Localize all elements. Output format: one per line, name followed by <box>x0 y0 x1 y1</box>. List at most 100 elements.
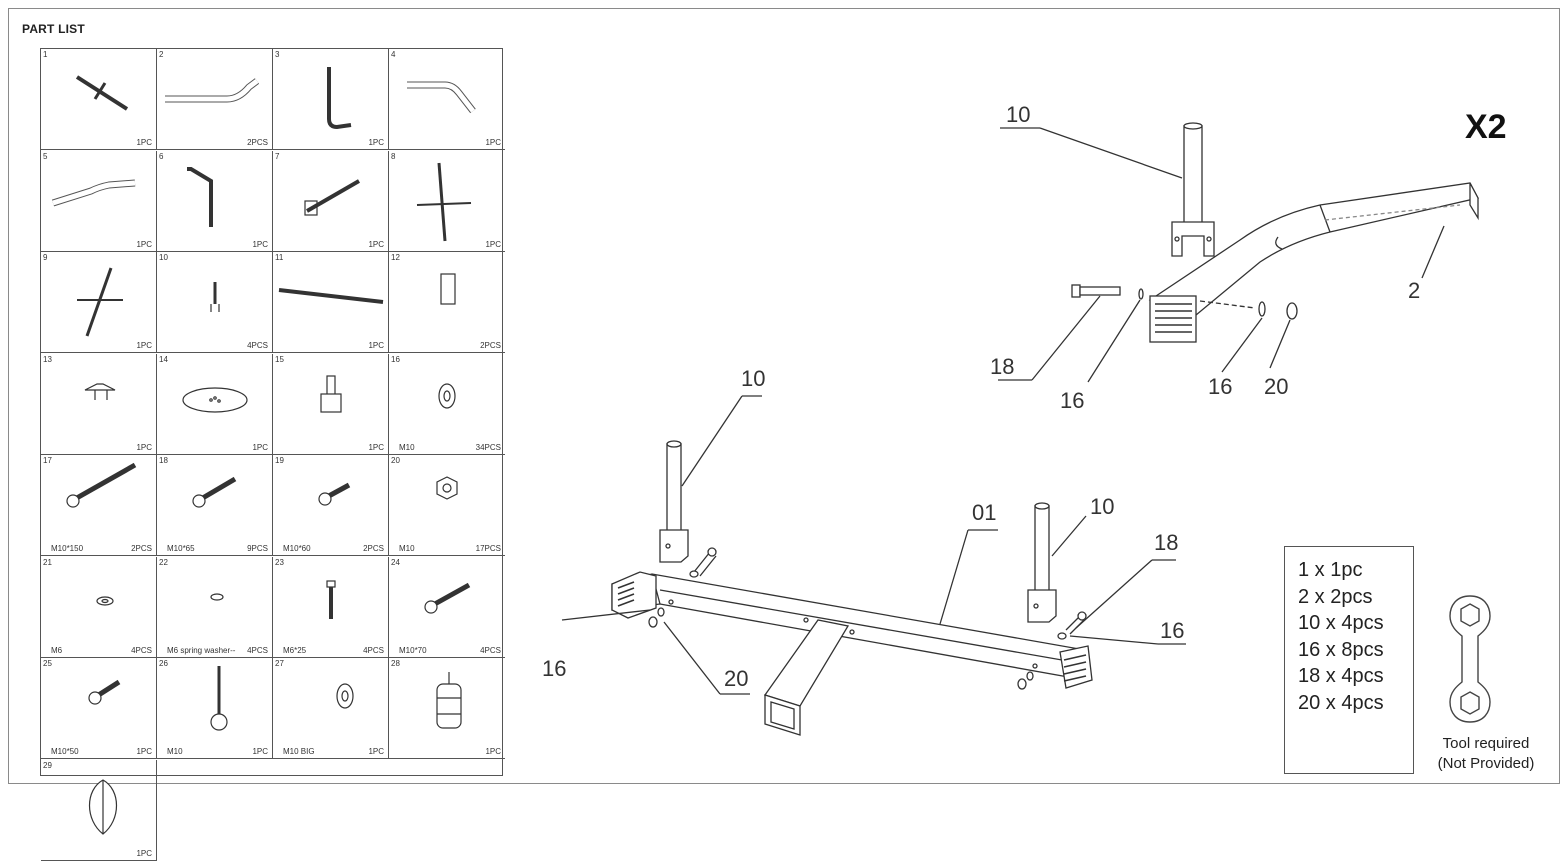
part-spec: M10*70 <box>399 645 427 655</box>
part-cell: 28 1PC <box>389 658 505 759</box>
part-illustration <box>96 595 114 606</box>
part-quantity: 1PC <box>485 239 501 249</box>
part-illustration <box>304 178 360 216</box>
callout-top-18: 18 <box>990 354 1015 379</box>
part-number: 10 <box>159 253 168 262</box>
part-illustration <box>77 267 123 337</box>
part-illustration <box>440 273 456 305</box>
part-spec: M10*50 <box>51 747 79 756</box>
part-number: 27 <box>275 659 284 668</box>
part-number: 21 <box>43 557 52 567</box>
part-quantity: 1PC <box>136 341 152 350</box>
summary-row: 2 x 2pcs <box>1298 585 1373 608</box>
callout-bottom-01: 01 <box>972 500 997 525</box>
part-spec: M10 <box>399 544 415 553</box>
part-illustration <box>210 282 220 312</box>
part-quantity: 1PC <box>136 442 152 452</box>
part-illustration <box>210 592 224 601</box>
part-number: 2 <box>159 50 164 59</box>
part-quantity: 4PCS <box>247 341 268 350</box>
tool-required-note: Tool required (Not Provided) <box>1420 734 1552 774</box>
part-quantity: 1PC <box>252 442 268 452</box>
summary-row: 1 x 1pc <box>1298 559 1363 581</box>
part-quantity: 1PC <box>136 747 152 756</box>
part-spec: M6 spring washer-- <box>167 645 236 655</box>
part-spec: M10 BIG <box>283 747 315 756</box>
part-number: 16 <box>391 354 400 364</box>
part-number: 13 <box>43 354 52 364</box>
part-number: 28 <box>391 659 400 668</box>
part-number: 22 <box>159 557 168 567</box>
part-illustration <box>88 679 121 705</box>
part-quantity: 4PCS <box>131 645 152 655</box>
part-quantity: 2PCS <box>131 544 152 553</box>
part-number: 1 <box>43 50 48 59</box>
callout-top-20: 20 <box>1264 374 1289 399</box>
part-spec: M10*65 <box>167 544 195 553</box>
top-arm-assembly <box>998 122 1479 383</box>
part-quantity: 1PC <box>252 747 268 756</box>
part-illustration <box>424 582 471 614</box>
part-quantity: 1PC <box>485 747 501 756</box>
multiplier-label: X2 <box>1465 108 1507 146</box>
part-spec: M6 <box>51 645 63 655</box>
part-quantity: 1PC <box>485 138 501 147</box>
callout-top-16b: 16 <box>1208 374 1233 399</box>
part-spec: M10 <box>167 747 183 756</box>
part-quantity: 34PCS <box>475 442 501 452</box>
callout-bottom-16a: 16 <box>1160 618 1185 643</box>
part-illustration <box>407 81 476 114</box>
part-number: 24 <box>391 557 400 567</box>
part-illustration <box>210 666 228 731</box>
part-illustration <box>192 476 237 508</box>
part-quantity: 1PC <box>368 138 384 147</box>
part-spec: M6*25 <box>283 645 307 655</box>
part-cell: 13 1PC <box>41 353 157 455</box>
part-illustration <box>278 288 384 304</box>
part-number: 23 <box>275 557 284 567</box>
callout-bottom-20: 20 <box>724 666 749 691</box>
part-quantity: 2PCS <box>363 544 384 553</box>
part-number: 26 <box>159 659 168 668</box>
summary-row: 20 x 4pcs <box>1298 691 1384 714</box>
part-quantity: 9PCS <box>247 544 268 553</box>
part-illustration <box>436 672 462 729</box>
part-quantity: 4PCS <box>363 645 384 655</box>
part-illustration <box>75 75 129 111</box>
part-quantity: 17PCS <box>475 544 501 553</box>
part-number: 3 <box>275 50 280 59</box>
part-cell: 4 1PC <box>389 49 505 150</box>
part-illustration <box>438 382 456 409</box>
part-list-title: PART LIST <box>22 22 85 36</box>
part-number: 4 <box>391 50 396 59</box>
part-illustration <box>416 162 472 241</box>
part-number: 9 <box>43 253 48 262</box>
part-number: 5 <box>43 151 48 161</box>
part-number: 18 <box>159 456 168 465</box>
quantity-summary-box: 1 x 1pc 2 x 2pcs 10 x 4pcs 16 x 8pcs 18 … <box>1284 546 1414 774</box>
tool-note-line: Tool required <box>1442 735 1530 752</box>
part-quantity: 4PCS <box>480 645 501 655</box>
callout-top-16a: 16 <box>1060 388 1085 413</box>
part-illustration <box>84 382 116 400</box>
callout-bottom-10b: 10 <box>1090 494 1115 519</box>
part-quantity: 1PC <box>136 848 152 858</box>
part-number: 6 <box>159 151 164 161</box>
part-quantity: 1PC <box>368 442 384 452</box>
